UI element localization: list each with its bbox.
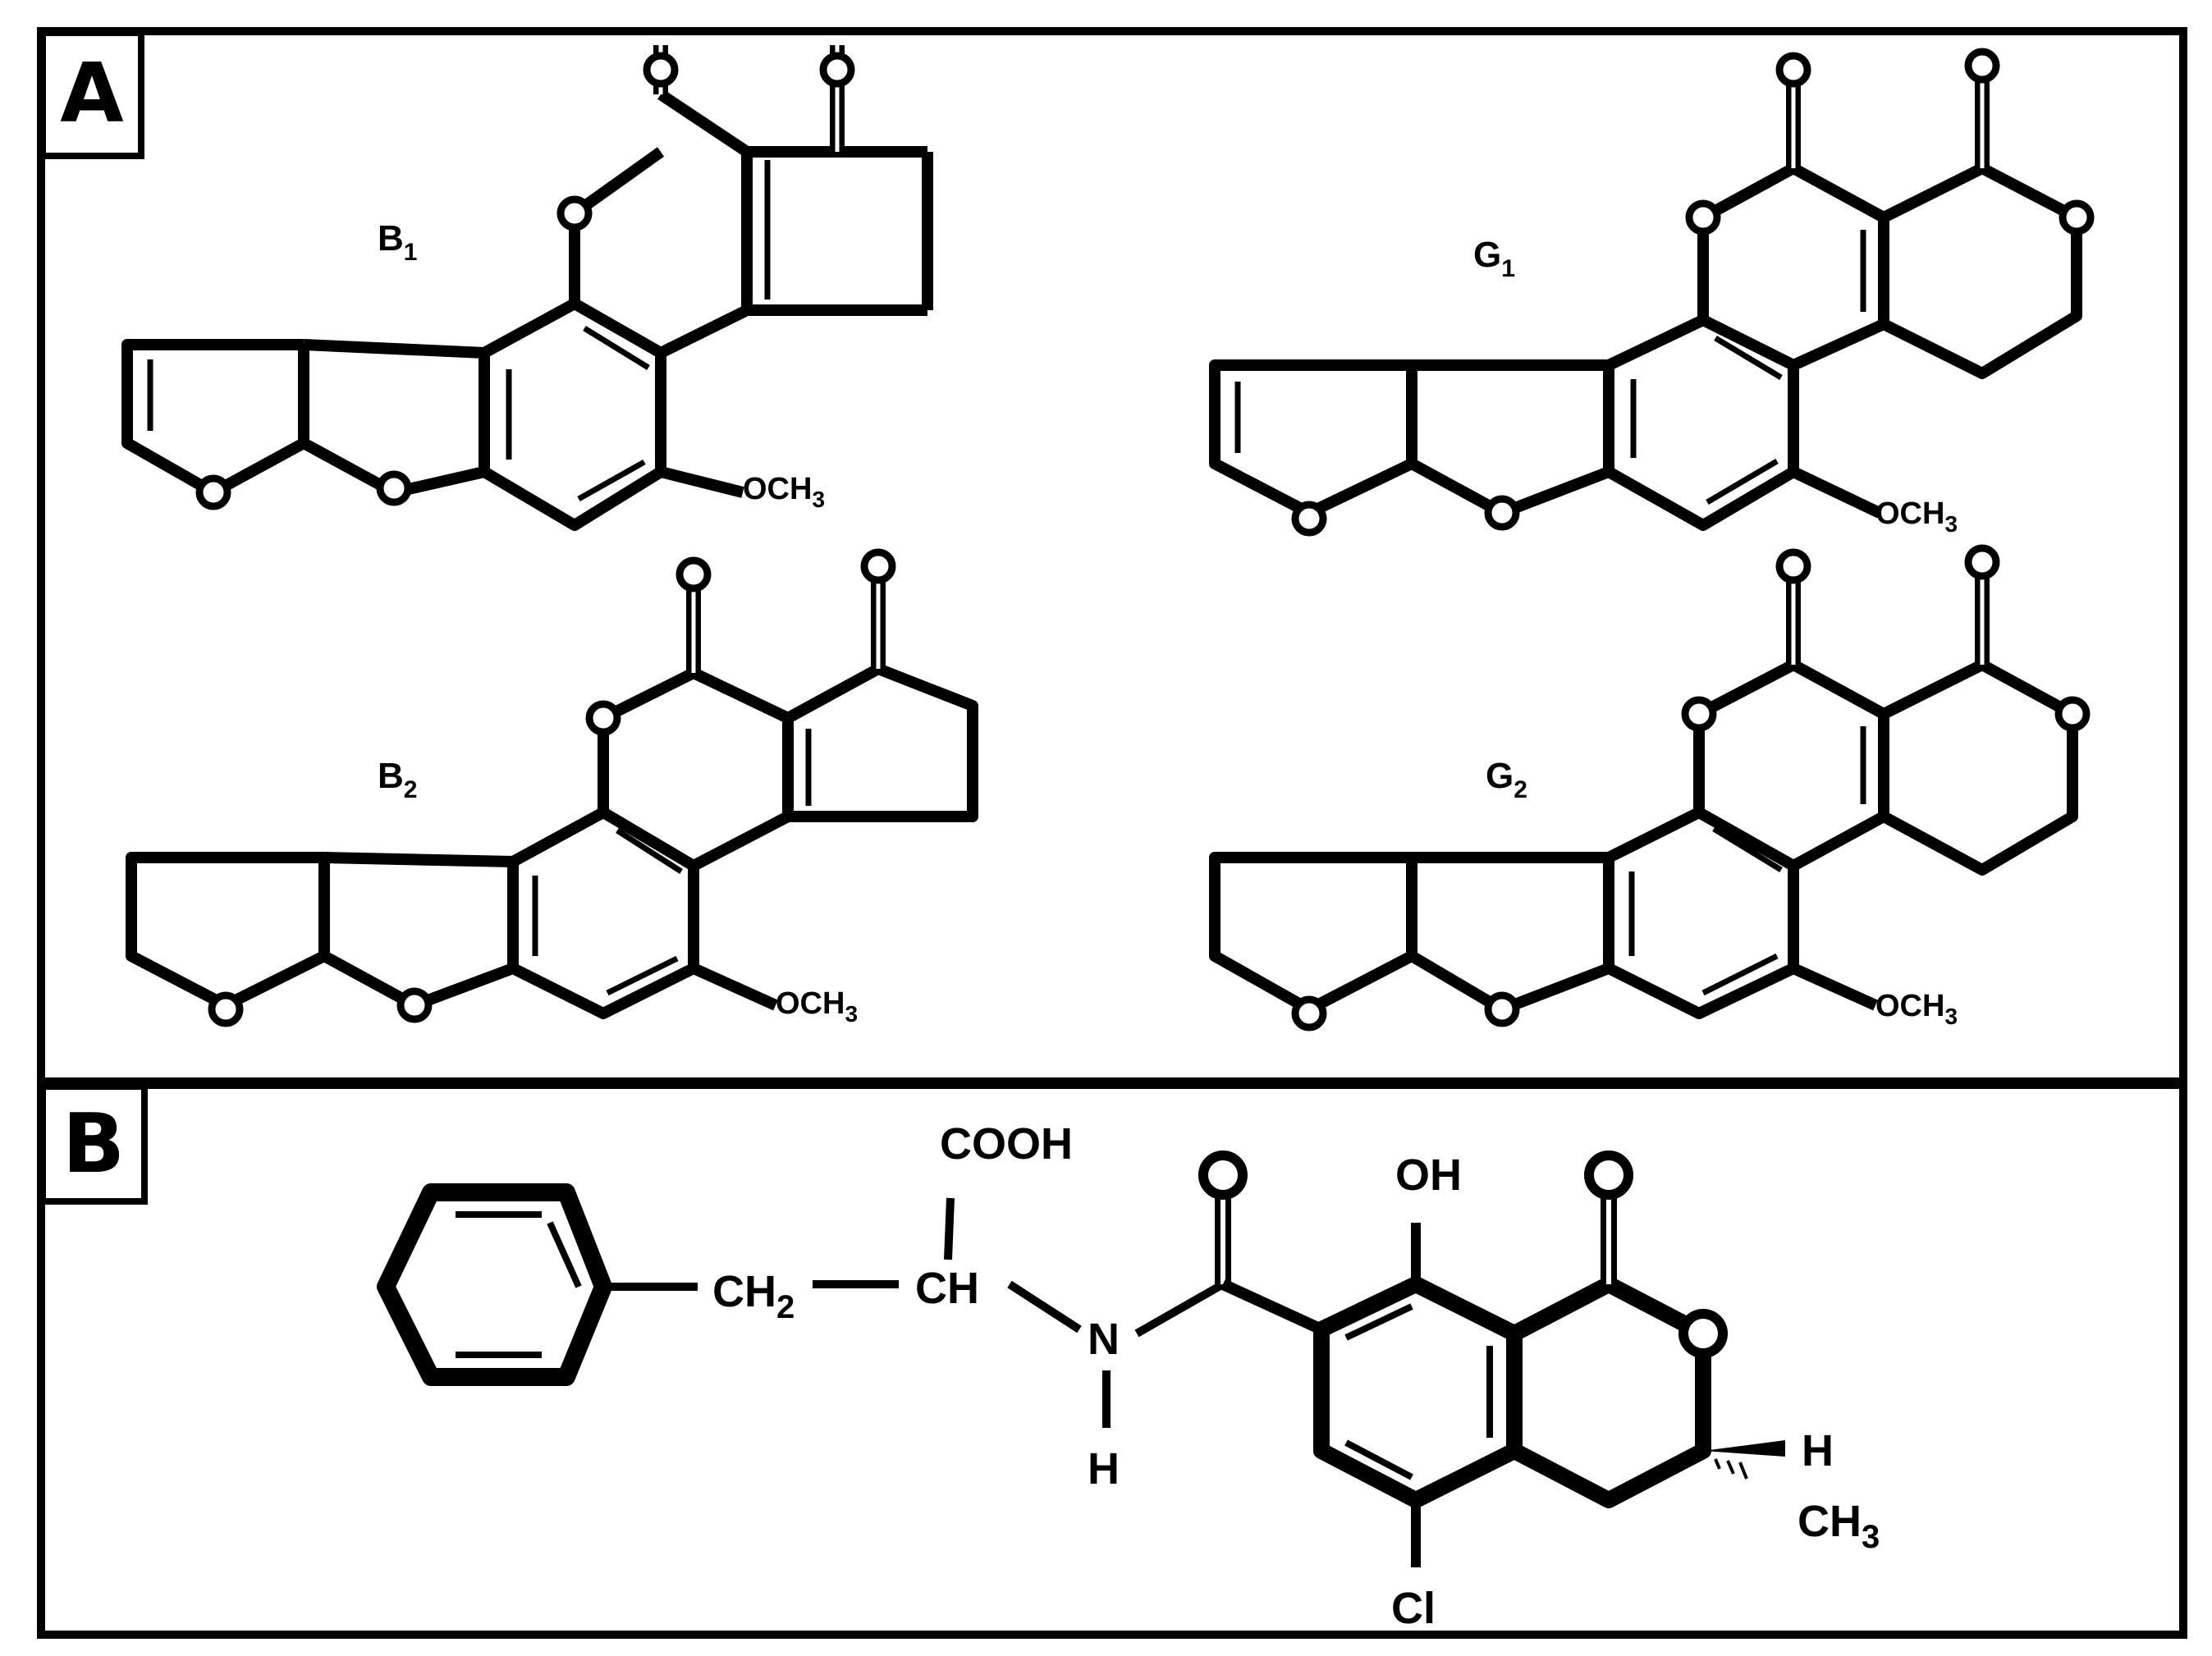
hash-bond (1714, 1458, 1748, 1480)
b1-oxygen-atom (819, 52, 855, 88)
g1-oxygen-atom (1775, 52, 1811, 88)
phenyl-ring (377, 1183, 612, 1386)
b2-name: B2 (378, 756, 417, 803)
chain-bonds (603, 1197, 1225, 1428)
g2-oxygen-atom (1964, 544, 2000, 580)
g1-oxygen-atom (1291, 501, 1327, 537)
panel-a-tag-box (39, 30, 144, 159)
b2-labels: B2 OCH3 (378, 756, 858, 1027)
g1-labels: G1 OCH3 (1473, 235, 1958, 537)
b1-carbonyls (653, 45, 845, 152)
oh-label: OH (1395, 1151, 1462, 1200)
b1-methoxy-label: OCH3 (743, 472, 825, 512)
nh-label: H (1088, 1444, 1120, 1494)
g2-oxygen-atom (1681, 696, 1717, 732)
g2-methoxy-label: OCH3 (1875, 989, 1958, 1029)
cooh-label: COOH (940, 1119, 1073, 1169)
molecule-b1 (121, 45, 933, 531)
g2-oxygen-atom (2054, 696, 2091, 732)
g2-oxygen-atom (1775, 548, 1811, 584)
g2-oxygen-atoms (1291, 544, 2091, 1032)
amide-oxygen-atom (1198, 1151, 1248, 1200)
g2-inner-bonds (1628, 726, 1866, 996)
ch3-label: CH3 (1798, 1497, 1880, 1555)
g2-bonds (1209, 562, 2078, 1019)
lactone-oxygen-atom (1584, 1151, 1633, 1200)
amide-carbonyl (1215, 1190, 1324, 1335)
b2-oxygen-atom (585, 700, 621, 736)
g1-name: G1 (1473, 235, 1515, 282)
molecule-ochratoxin (377, 1151, 1785, 1567)
b1-bonds (121, 89, 933, 531)
g1-inner-bonds (1234, 230, 1866, 505)
isocoumarin-inner-bonds (1344, 1303, 1493, 1480)
b2-oxygen-atom (396, 987, 433, 1023)
b1-name: B1 (378, 218, 417, 266)
b2-oxygen-atom (860, 548, 896, 584)
molecule-g2 (1209, 544, 2091, 1032)
panel-a: A (37, 27, 2187, 1086)
panel-b-tag: B (62, 1096, 125, 1192)
panel-a-tag: A (60, 45, 123, 141)
molecule-b2 (126, 548, 978, 1027)
g2-oxygen-atom (1484, 991, 1520, 1027)
b2-inner-bonds (532, 729, 812, 996)
b2-oxygen-atoms (208, 548, 896, 1027)
isocoumarin-core (1313, 1276, 1711, 1508)
panel-a-frame (37, 27, 2187, 1086)
ring-oxygen-atom (1678, 1309, 1728, 1358)
b1-oxygen-atom (556, 195, 593, 231)
ochratoxin-oxygen-atoms (1198, 1151, 1728, 1358)
b1-inner-bonds (147, 160, 771, 502)
panel-b: B (37, 1081, 2187, 1639)
g1-bonds (1209, 66, 2082, 531)
ochratoxin-labels: COOH CH2 CH N H OH Cl H CH3 (712, 1119, 1880, 1633)
h-label: H (1802, 1426, 1834, 1475)
g2-oxygen-atom (1291, 995, 1327, 1032)
g2-name: G2 (1486, 756, 1527, 803)
molecule-g1 (1209, 48, 2095, 537)
g1-methoxy-label: OCH3 (1875, 496, 1958, 537)
wedge-bond (1703, 1440, 1785, 1457)
panel-b-tag-box (39, 1083, 148, 1205)
b2-oxygen-atom (676, 556, 712, 592)
ch-label: CH (915, 1264, 979, 1313)
g1-oxygen-atom (1484, 495, 1520, 531)
b1-oxygen-atom (195, 474, 231, 510)
ch2-label: CH2 (712, 1267, 795, 1325)
g2-labels: G2 OCH3 (1486, 756, 1958, 1029)
n-label: N (1088, 1315, 1120, 1364)
g1-oxygen-atoms (1291, 48, 2095, 537)
b1-labels: B1 OCH3 (378, 218, 825, 512)
cl-label: Cl (1391, 1584, 1436, 1633)
b1-oxygen-atom (643, 52, 679, 88)
b2-methoxy-label: OCH3 (776, 986, 858, 1027)
b2-bonds (126, 566, 978, 1019)
panel-b-frame (37, 1081, 2187, 1639)
g1-oxygen-atom (1685, 199, 1721, 236)
g1-oxygen-atom (1964, 48, 2000, 84)
b1-oxygen-atoms (195, 52, 855, 510)
b2-oxygen-atom (208, 991, 244, 1027)
g1-oxygen-atom (2059, 199, 2095, 236)
b1-oxygen-atom (376, 470, 412, 506)
